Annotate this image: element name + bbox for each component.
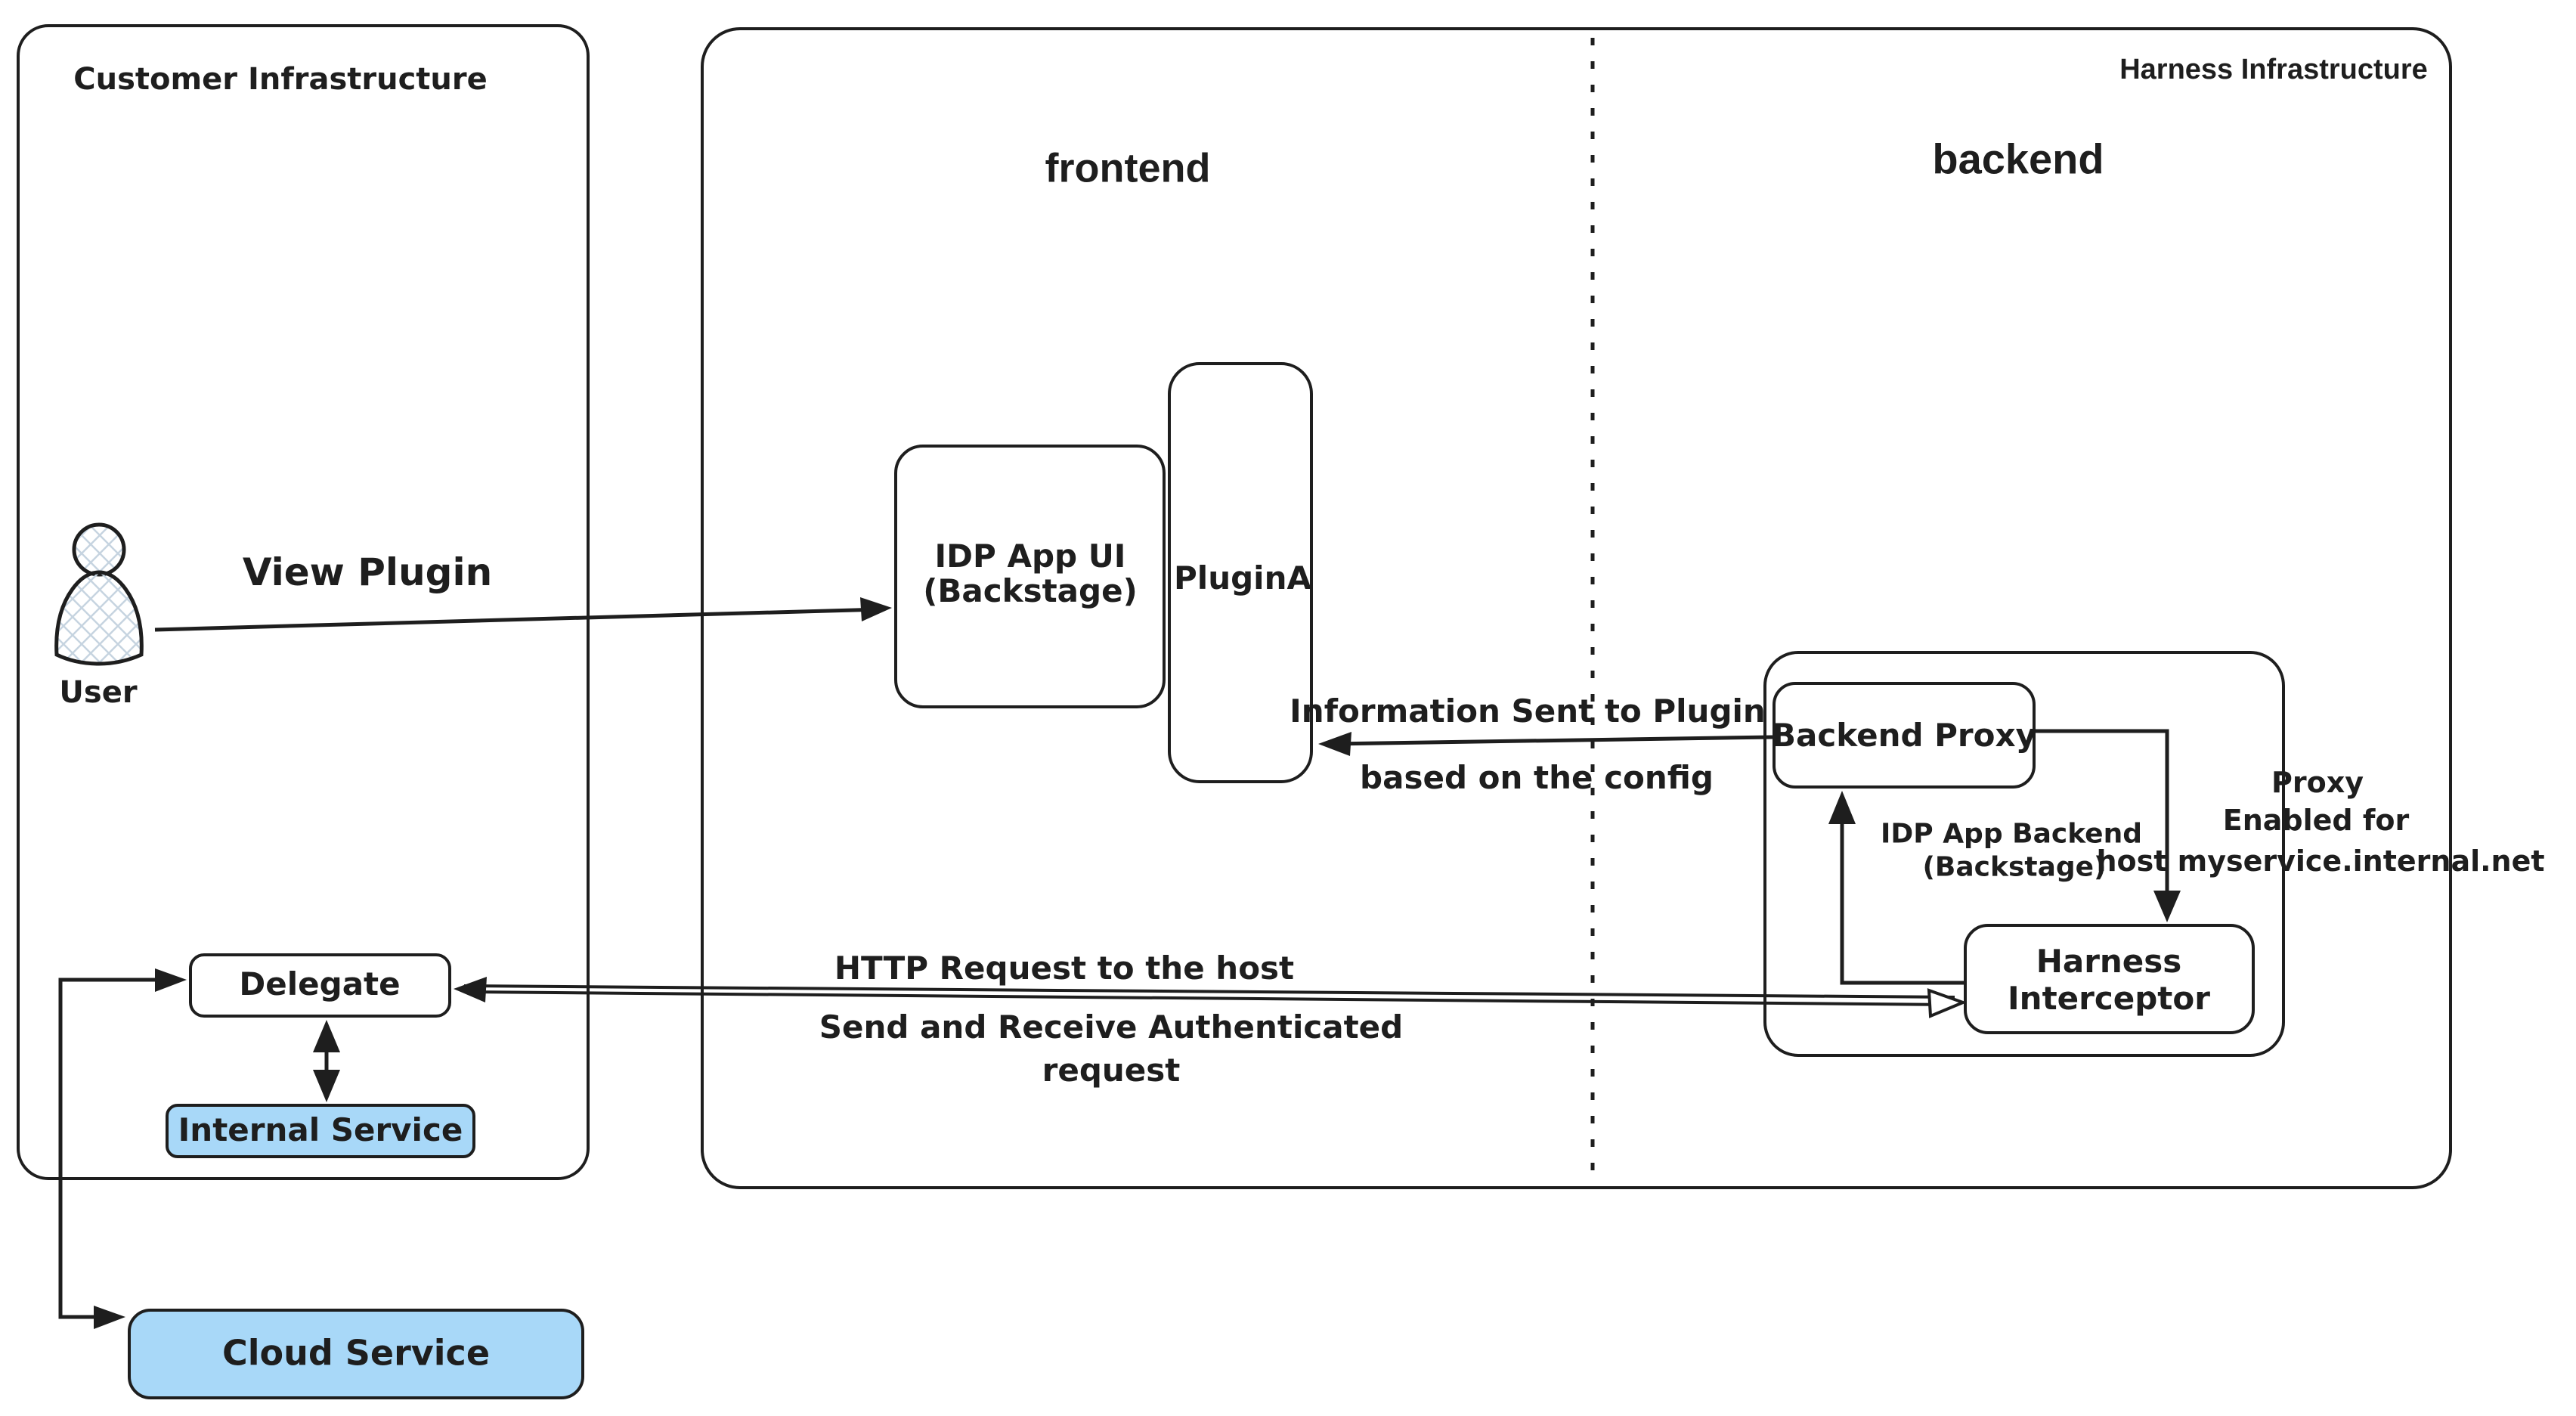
harness-infrastructure-label: Harness Infrastructure [2119,54,2428,86]
idp-app-ui-label-line1: IDP App UI [934,537,1126,575]
backend-proxy-label: Backend Proxy [1772,716,2036,754]
user-label: User [59,675,138,710]
arrow-interceptor-delegate-bidirectional [454,977,1968,1018]
arrow-delegate-cloud-service [58,968,187,1329]
customer-infrastructure-label: Customer Infrastructure [73,62,488,97]
delegate-label: Delegate [239,965,401,1002]
arrow-delegate-internal-service [313,1020,340,1102]
plugin-a-label: PluginA [1174,559,1311,596]
idp-app-backend-label-line2: (Backstage) [1922,851,2107,883]
user-icon [54,522,144,666]
arrow-interceptor-to-proxy [1828,791,1964,985]
cloud-service-label: Cloud Service [221,1332,491,1374]
proxy-enabled-annotation-line3: host myservice.internal.net [2096,844,2545,878]
arrow-proxy-to-plugin [1318,732,1773,756]
info-sent-annotation-line2: based on the config [1360,758,1714,796]
http-request-annotation: HTTP Request to the host [834,949,1295,987]
customer-infrastructure-box [17,24,590,1180]
node-plugin-a [1168,362,1313,783]
arrow-proxy-to-interceptor [2036,729,2181,922]
harness-infrastructure-box [701,27,2452,1189]
node-internal-service [166,1104,475,1158]
node-harness-interceptor [1964,924,2255,1034]
harness-interceptor-label-line1: Harness [2036,942,2182,980]
proxy-enabled-annotation-line2: Enabled for [2222,804,2410,838]
send-receive-annotation-line1: Send and Receive Authenticated [819,1008,1404,1046]
node-idp-app-ui [894,445,1166,708]
harness-interceptor-label-line2: Interceptor [2008,979,2210,1017]
idp-app-backend-label-line1: IDP App Backend [1881,818,2142,850]
info-sent-annotation-line1: Information Sent to Plugin [1290,692,1766,730]
proxy-enabled-annotation-line1: Proxy [2271,766,2364,800]
node-backend-proxy [1773,682,2036,789]
view-plugin-annotation: View Plugin [242,550,493,594]
send-receive-annotation-line2: request [1042,1051,1181,1089]
backend-label: backend [1932,135,2104,183]
arrow-user-to-idp-ui [154,597,892,632]
node-cloud-service [128,1309,584,1399]
frontend-label: frontend [1045,145,1211,191]
idp-app-ui-label-line2: (Backstage) [923,572,1138,609]
node-delegate [189,953,451,1018]
internal-service-label: Internal Service [178,1111,463,1148]
idp-app-backend-container [1763,651,2285,1057]
